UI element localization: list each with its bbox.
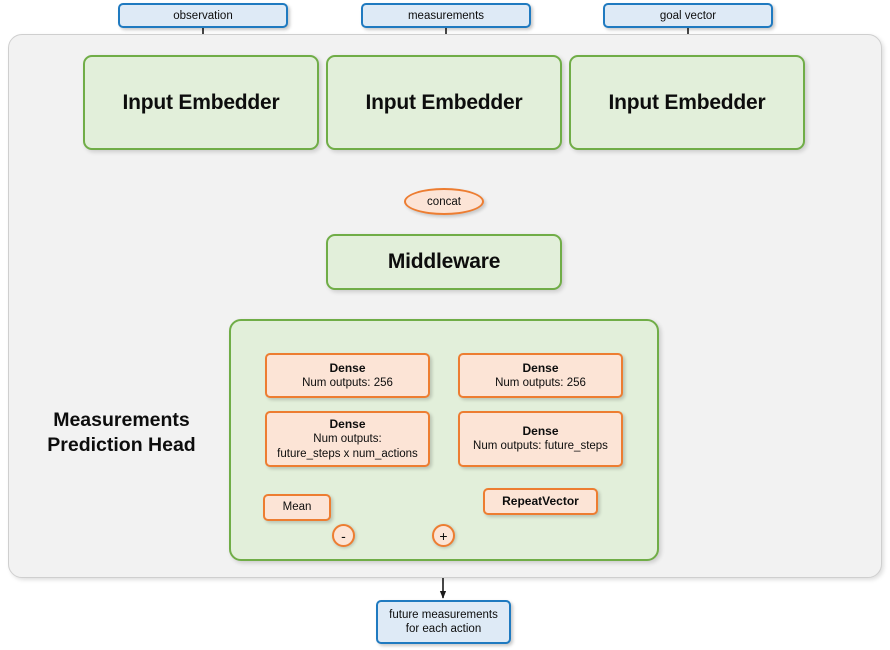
- input-embedder-3-label: Input Embedder: [608, 90, 766, 114]
- left-dense-2-outputs-label: Num outputs:: [313, 432, 382, 445]
- input-label-observation: observation: [173, 9, 233, 22]
- left-dense-2-outputs-value: future_steps x num_actions: [277, 447, 418, 460]
- concat-label: concat: [427, 195, 461, 208]
- output-box-future-measurements[interactable]: future measurements for each action: [376, 600, 511, 644]
- repeat-vector-label: RepeatVector: [502, 494, 579, 508]
- input-embedder-2-label: Input Embedder: [365, 90, 523, 114]
- middleware-node[interactable]: Middleware: [326, 234, 562, 290]
- input-embedder-2[interactable]: Input Embedder: [326, 55, 562, 150]
- left-dense-1[interactable]: Dense Num outputs: 256: [265, 353, 430, 398]
- input-box-observation[interactable]: observation: [118, 3, 288, 28]
- head-label-line-1: Measurements: [53, 409, 190, 431]
- left-dense-2-title: Dense: [329, 416, 366, 431]
- head-label-line-2: Prediction Head: [47, 434, 196, 456]
- right-dense-1-title: Dense: [522, 360, 559, 375]
- output-label-line-1: future measurements: [389, 609, 498, 621]
- right-dense-2[interactable]: Dense Num outputs: future_steps: [458, 411, 623, 467]
- right-dense-2-title: Dense: [522, 424, 559, 438]
- input-embedder-1[interactable]: Input Embedder: [83, 55, 319, 150]
- right-dense-1-outputs: Num outputs: 256: [495, 376, 586, 389]
- right-dense-1[interactable]: Dense Num outputs: 256: [458, 353, 623, 398]
- input-box-goal-vector[interactable]: goal vector: [603, 3, 773, 28]
- subtract-operator[interactable]: -: [332, 524, 355, 547]
- mean-label: Mean: [282, 501, 312, 513]
- add-operator[interactable]: +: [432, 524, 455, 547]
- add-symbol: +: [439, 527, 448, 544]
- right-dense-2-outputs: Num outputs: future_steps: [473, 440, 608, 452]
- left-dense-2[interactable]: Dense Num outputs: future_steps x num_ac…: [265, 411, 430, 467]
- measurements-prediction-head-label: Measurements Prediction Head: [14, 408, 229, 458]
- left-dense-1-title: Dense: [329, 360, 366, 375]
- repeat-vector-node[interactable]: RepeatVector: [483, 488, 598, 515]
- mean-node[interactable]: Mean: [263, 494, 331, 521]
- input-embedder-1-label: Input Embedder: [122, 90, 280, 114]
- input-label-goal-vector: goal vector: [659, 9, 717, 22]
- middleware-label: Middleware: [387, 250, 501, 273]
- input-embedder-3[interactable]: Input Embedder: [569, 55, 805, 150]
- concat-node[interactable]: concat: [404, 188, 484, 215]
- subtract-symbol: -: [341, 527, 346, 544]
- output-label-line-2: for each action: [405, 623, 482, 635]
- left-dense-1-outputs: Num outputs: 256: [302, 376, 393, 389]
- input-label-measurements: measurements: [407, 9, 485, 22]
- input-box-measurements[interactable]: measurements: [361, 3, 531, 28]
